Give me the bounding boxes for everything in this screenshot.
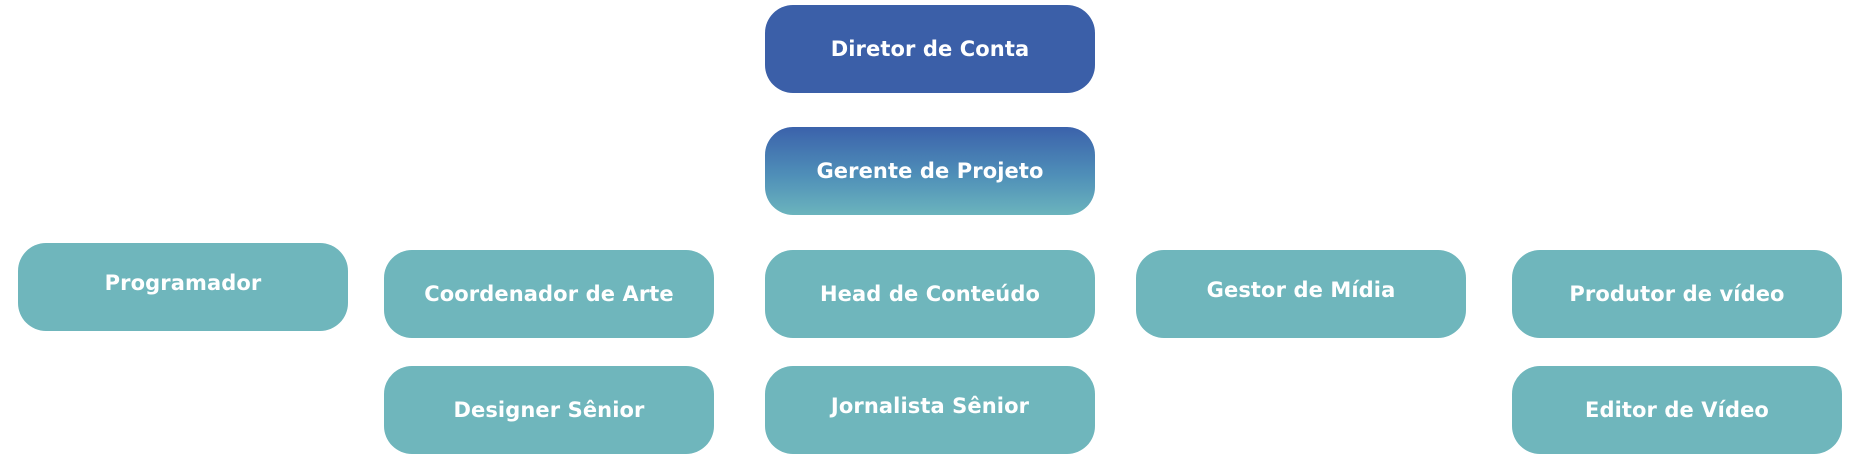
node-diretor-de-conta: Diretor de Conta bbox=[765, 5, 1095, 93]
node-coordenador-de-arte: Coordenador de Arte bbox=[384, 250, 714, 338]
node-label: Diretor de Conta bbox=[830, 37, 1030, 61]
node-gestor-de-midia: Gestor de Mídia bbox=[1136, 250, 1466, 338]
node-label: Designer Sênior bbox=[453, 398, 645, 422]
node-designer-senior: Designer Sênior bbox=[384, 366, 714, 454]
node-label: Coordenador de Arte bbox=[424, 282, 674, 306]
node-head-de-conteudo: Head de Conteúdo bbox=[765, 250, 1095, 338]
node-produtor-de-video: Produtor de vídeo bbox=[1512, 250, 1842, 338]
node-gerente-de-projeto: Gerente de Projeto bbox=[765, 127, 1095, 215]
node-label: Jornalista Sênior bbox=[830, 394, 1030, 418]
node-jornalista-senior: Jornalista Sênior bbox=[765, 366, 1095, 454]
node-label: Programador bbox=[104, 271, 262, 295]
node-label: Produtor de vídeo bbox=[1569, 282, 1785, 306]
node-label: Editor de Vídeo bbox=[1585, 398, 1769, 422]
node-label: Gestor de Mídia bbox=[1206, 278, 1396, 302]
node-programador: Programador bbox=[18, 243, 348, 331]
node-label: Gerente de Projeto bbox=[816, 159, 1044, 183]
node-editor-de-video: Editor de Vídeo bbox=[1512, 366, 1842, 454]
node-label: Head de Conteúdo bbox=[820, 282, 1040, 306]
